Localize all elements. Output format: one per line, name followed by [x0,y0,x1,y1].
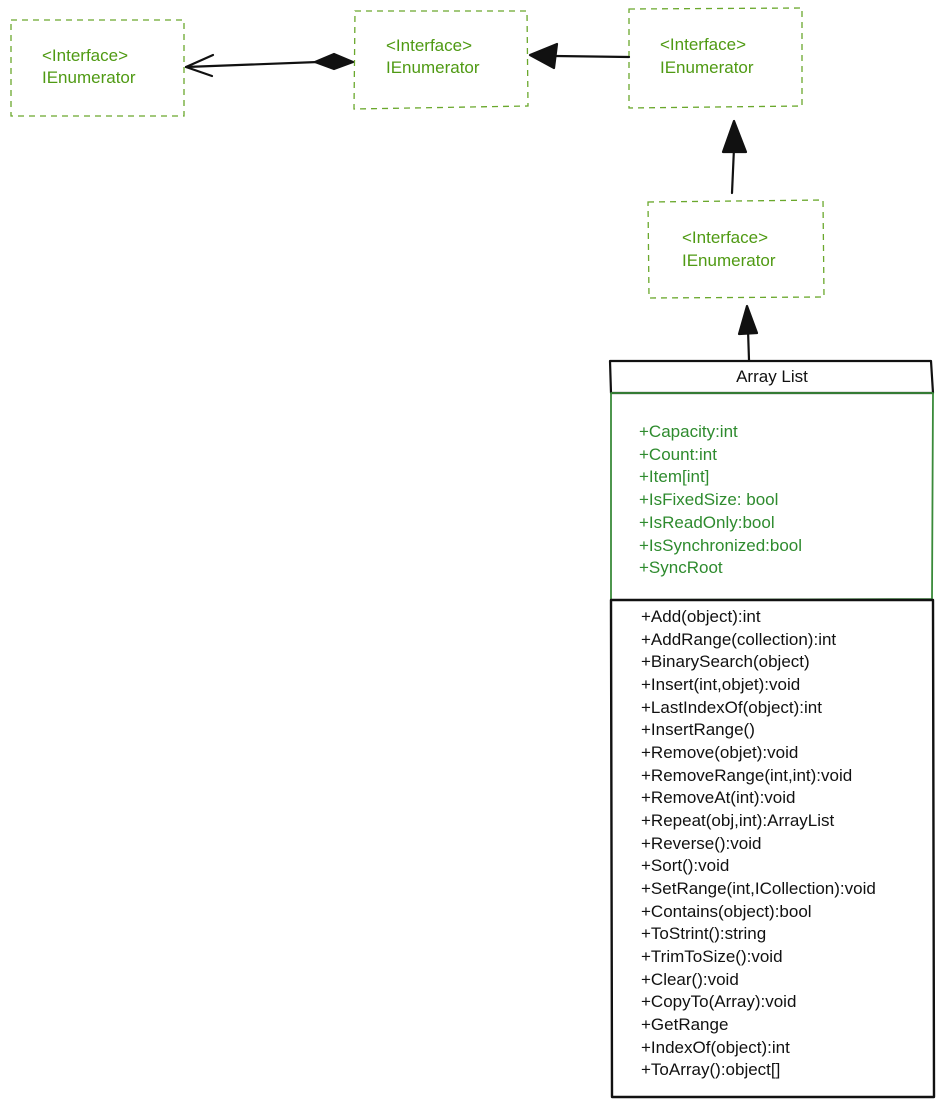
class-method: +ToArray():object[] [641,1060,781,1079]
class-method: +ToStrint():string [641,924,767,943]
interface-stereotype: <Interface> [386,36,473,55]
class-method: +IndexOf(object):int [641,1038,790,1057]
interface-box-2-border [353,10,529,110]
generalization-line-4-3 [730,146,736,195]
class-method: +RemoveAt(int):void [641,788,796,807]
generalization-line-3-2 [553,54,631,59]
interface-name: IEnumerator [42,68,136,87]
generalization-arrowhead-3-2 [528,42,559,70]
interface-name: IEnumerator [660,58,754,77]
interface-stereotype: <Interface> [682,228,769,247]
interface-stereotype: <Interface> [42,46,129,65]
class-method: +TrimToSize():void [641,947,783,966]
class-attribute: +Item[int] [639,467,710,486]
class-method: +Remove(objet):void [641,743,799,762]
class-method: +Sort():void [641,856,730,875]
generalization-arrowhead-class-4 [737,304,759,336]
class-attribute: +IsReadOnly:bool [639,513,775,532]
class-method: +Repeat(obj,int):ArrayList [641,811,835,830]
association-line [184,60,320,69]
generalization-arrowhead-4-3 [721,119,748,154]
interface-box-3[interactable]: <Interface> IEnumerator [629,9,802,107]
class-method: +AddRange(collection):int [641,630,837,649]
interface-stereotype: <Interface> [660,35,747,54]
generalization-line-class-4 [746,328,751,362]
class-method: +InsertRange() [641,720,755,739]
interface-name: IEnumerator [682,251,776,270]
class-method: +Reverse():void [641,834,762,853]
class-attribute: +IsSynchronized:bool [639,536,803,555]
class-methods-border [609,598,936,1099]
interface-box-4[interactable]: <Interface> IEnumerator [648,201,823,298]
class-method: +CopyTo(Array):void [641,992,797,1011]
class-method: +Contains(object):bool [641,902,812,921]
interface-box-1-border [10,19,185,117]
interface-box-2[interactable]: <Interface> IEnumerator [355,11,527,108]
class-method: +GetRange [641,1015,729,1034]
class-method: +Clear():void [641,970,739,989]
class-attribute: +SyncRoot [639,558,723,577]
interface-name: IEnumerator [386,58,480,77]
class-attribute: +Count:int [639,445,717,464]
class-method: +Insert(int,objet):void [641,675,801,694]
class-method: +SetRange(int,ICollection):void [641,879,876,898]
open-arrowhead [184,53,215,78]
diamond-end [313,52,355,71]
class-attribute: +Capacity:int [639,422,738,441]
class-attribute: +IsFixedSize: bool [639,490,779,509]
class-title[interactable]: Array List [736,367,808,386]
class-method: +RemoveRange(int,int):void [641,766,853,785]
interface-box-3-border [628,7,803,109]
interface-box-1[interactable]: <Interface> IEnumerator [11,20,184,116]
class-method: +LastIndexOf(object):int [641,698,822,717]
class-method: +BinarySearch(object) [641,652,810,671]
class-method: +Add(object):int [641,607,761,626]
